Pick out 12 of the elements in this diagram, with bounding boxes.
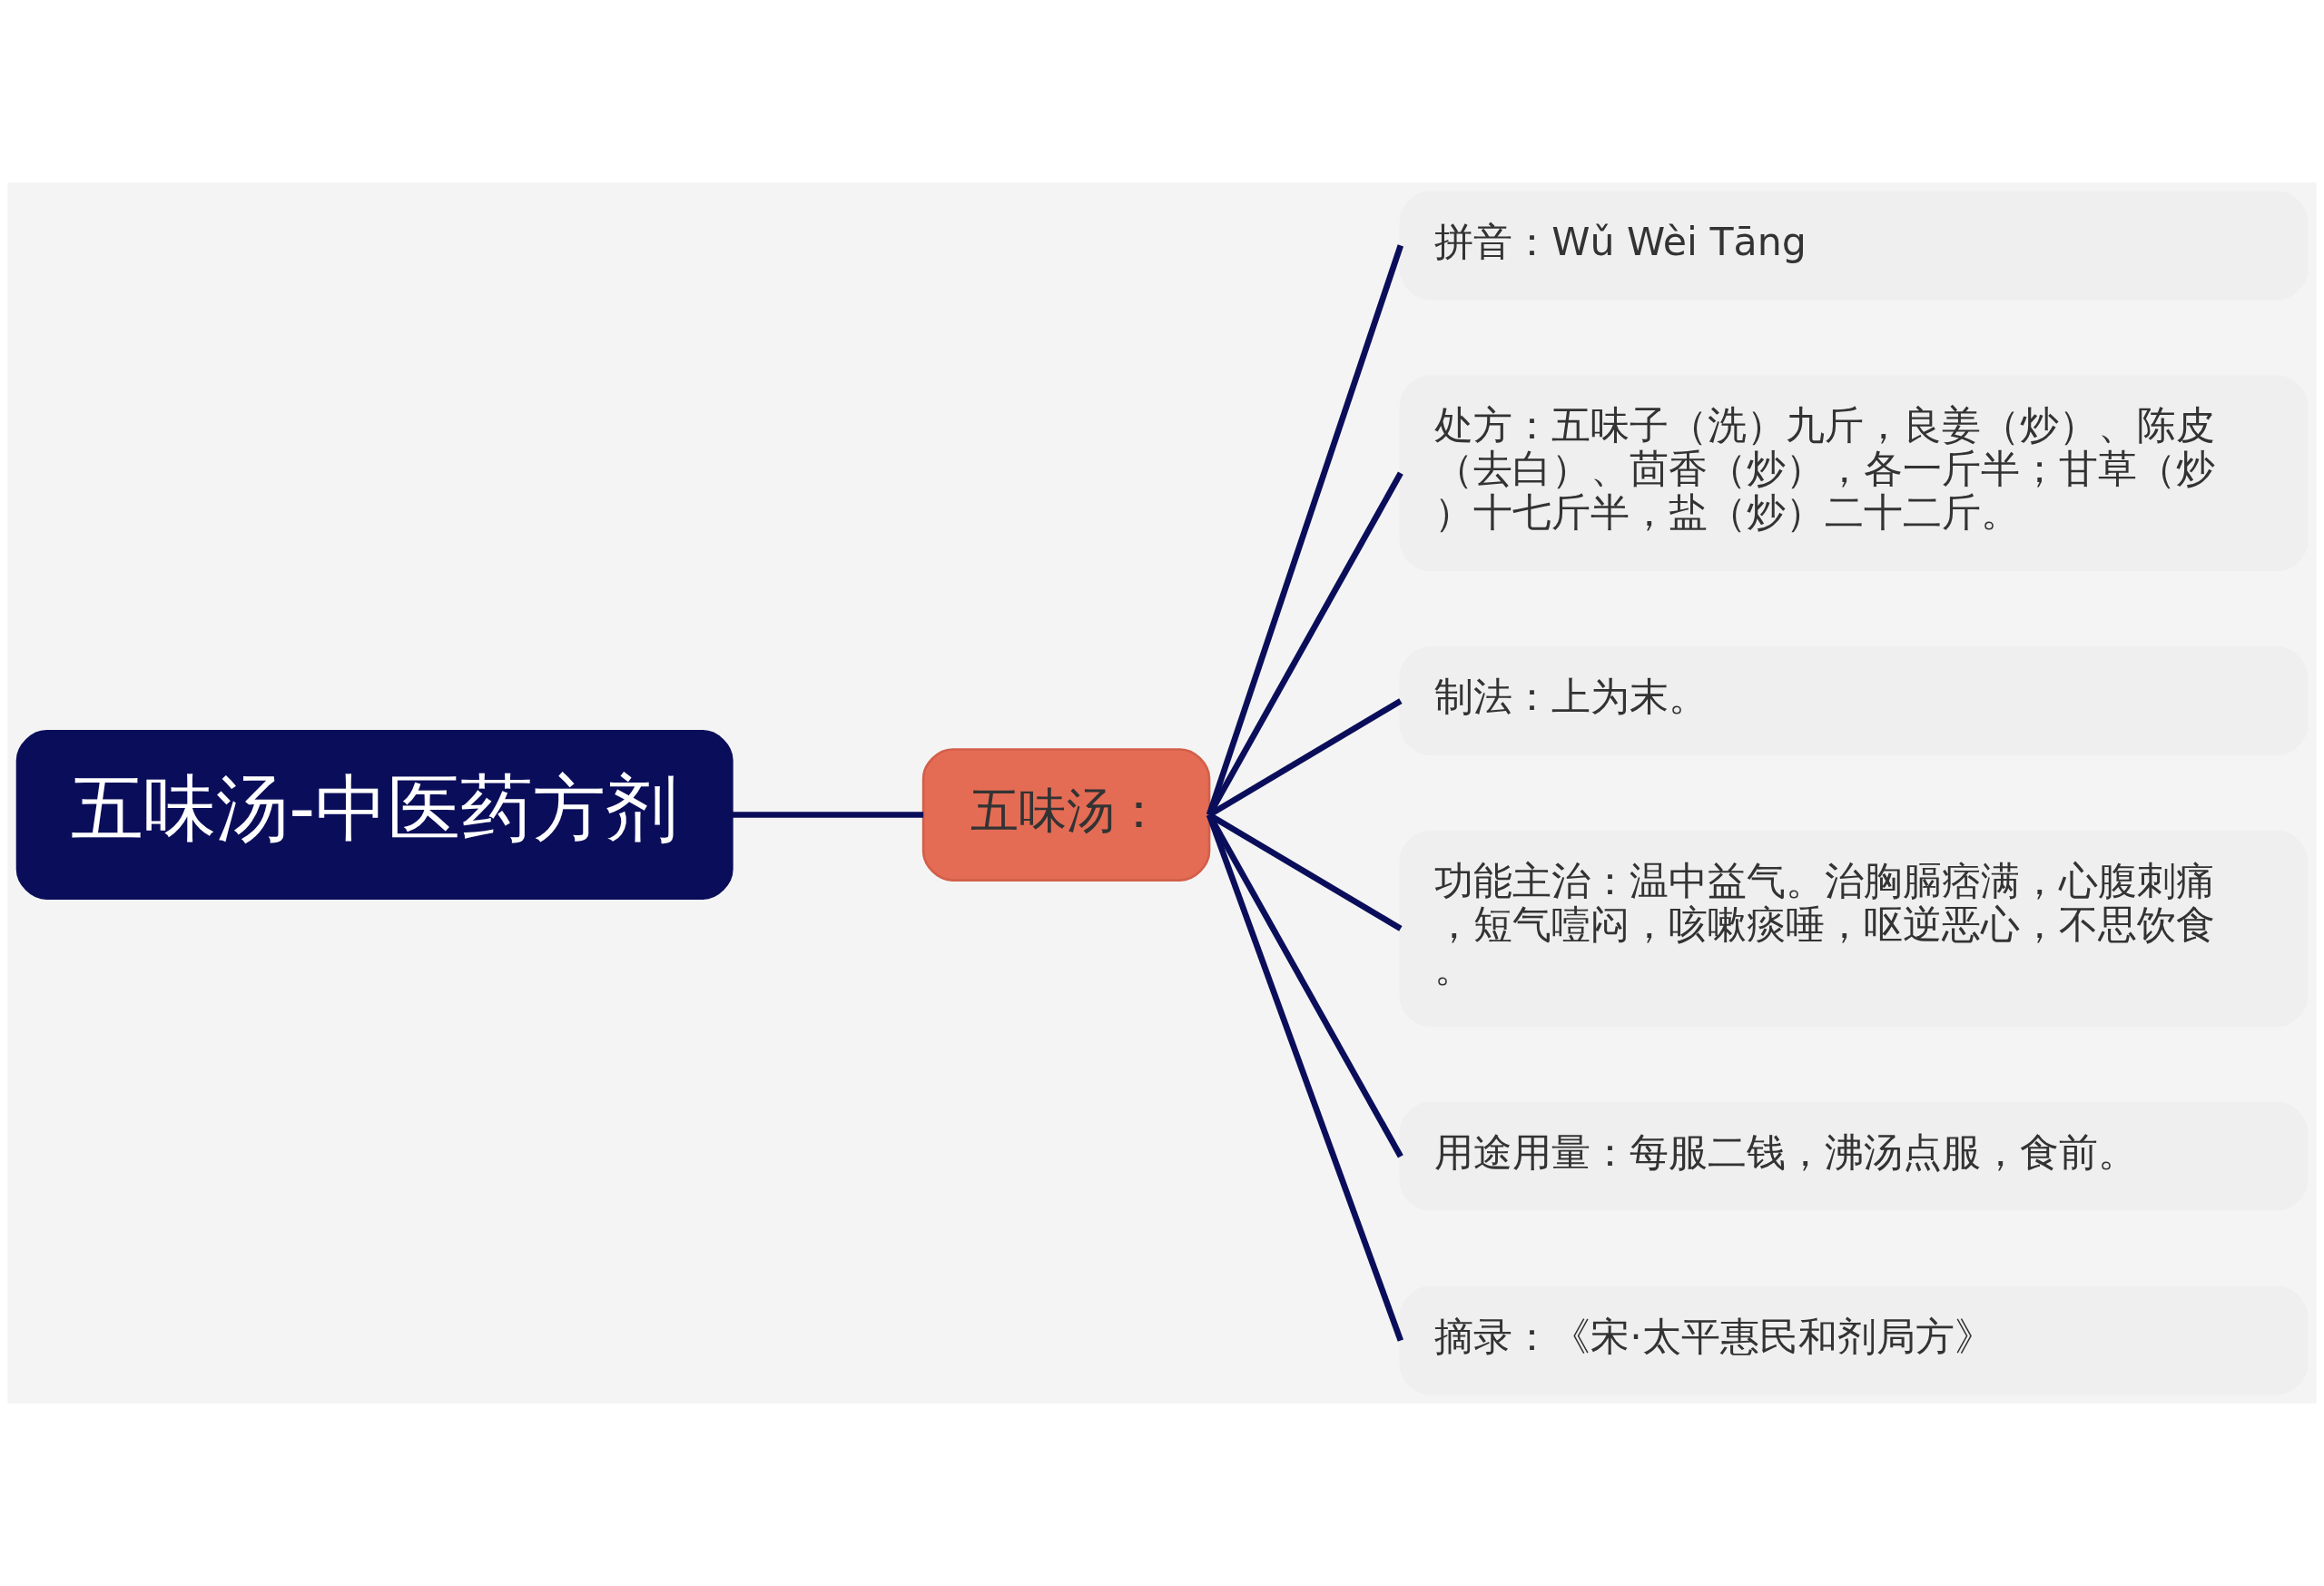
- node-text: 功能主治：温中益气。治胸膈痞满，心腹刺痛，短气噎闷，咳嗽痰唾，呕逆恶心，不思饮食。: [1434, 858, 2216, 991]
- connector: [1206, 244, 1404, 816]
- node-text: 用途用量：每服二钱，沸汤点服，食前。: [1434, 1128, 2138, 1175]
- node-text: 制法：上为末。: [1434, 674, 1709, 720]
- connector: [732, 812, 924, 818]
- node-text: 拼音：Wǔ Wèi Tāng: [1434, 218, 1807, 264]
- connector: [1206, 813, 1403, 1342]
- node-box: 五味汤-中医药方剂: [15, 730, 734, 900]
- node-text: 摘录：《宋·太平惠民和剂局方》: [1434, 1313, 1994, 1359]
- connector: [1206, 471, 1403, 817]
- node-box: 五味汤：: [921, 748, 1211, 882]
- node-text: 处方：五味子（洗）九斤，良姜（炒）、陈皮（去白）、茴香（炒），各一斤半；甘草（炒）十七斤半，盐（炒）二十二斤。: [1434, 402, 2216, 536]
